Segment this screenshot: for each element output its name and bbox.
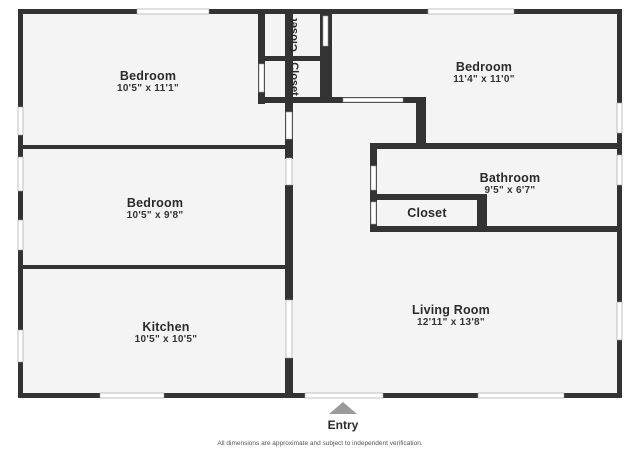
room-name: Bathroom <box>479 171 541 185</box>
interior-walls <box>22 9 619 398</box>
room-label-closet-main: Closet <box>407 206 446 220</box>
room-dimensions: 9'5" x 6'7" <box>484 185 536 197</box>
room-label-closet-lower: Closet <box>288 62 300 96</box>
room-name: Kitchen <box>142 320 190 334</box>
window <box>17 219 24 251</box>
room-dimensions: 10'5" x 10'5" <box>134 334 198 346</box>
room-name: Bedroom <box>119 69 177 83</box>
room-label-bathroom: Bathroom 9'5" x 6'7" <box>480 171 541 197</box>
room-dimensions: 10'5" x 11'1" <box>116 83 180 95</box>
door-opening <box>342 97 404 103</box>
door-opening <box>370 165 377 191</box>
room-label-kitchen: Kitchen 10'5" x 10'5" <box>135 320 198 346</box>
room-label-living-room: Living Room 12'11" x 13'8" <box>412 303 490 329</box>
door-openings <box>258 15 404 359</box>
room-dimensions: 11'4" x 11'0" <box>453 74 515 86</box>
windows <box>17 8 623 399</box>
window <box>616 154 623 186</box>
window <box>17 156 24 192</box>
room-dimensions: 10'5" x 9'8" <box>126 210 184 222</box>
room-label-closet-top: Closet <box>288 18 300 52</box>
room-label-bedroom-2: Bedroom 11'4" x 11'0" <box>453 60 515 86</box>
window <box>616 301 623 341</box>
window <box>17 106 24 136</box>
window <box>616 102 623 134</box>
room-name: Closet <box>407 206 447 220</box>
entry-label: Entry <box>327 418 359 432</box>
room-name: Bedroom <box>126 196 184 210</box>
door-opening <box>285 157 293 186</box>
window <box>17 329 24 363</box>
room-name: Living Room <box>412 303 490 317</box>
door-opening <box>258 63 265 93</box>
disclaimer-text: All dimensions are approximate and subje… <box>217 440 423 447</box>
room-label-bedroom-1: Bedroom 10'5" x 11'1" <box>117 69 179 95</box>
room-dimensions: 12'11" x 13'8" <box>417 317 485 329</box>
room-name: Bedroom <box>455 60 513 74</box>
door-opening <box>285 299 293 359</box>
window <box>99 392 165 399</box>
window <box>477 392 565 399</box>
door-opening <box>370 201 377 225</box>
window <box>427 8 515 15</box>
window <box>136 8 210 15</box>
entry-opening <box>304 392 384 399</box>
door-opening <box>285 111 293 140</box>
door-opening <box>322 15 329 47</box>
entry-arrow-icon <box>329 402 357 414</box>
room-label-bedroom-3: Bedroom 10'5" x 9'8" <box>127 196 184 222</box>
